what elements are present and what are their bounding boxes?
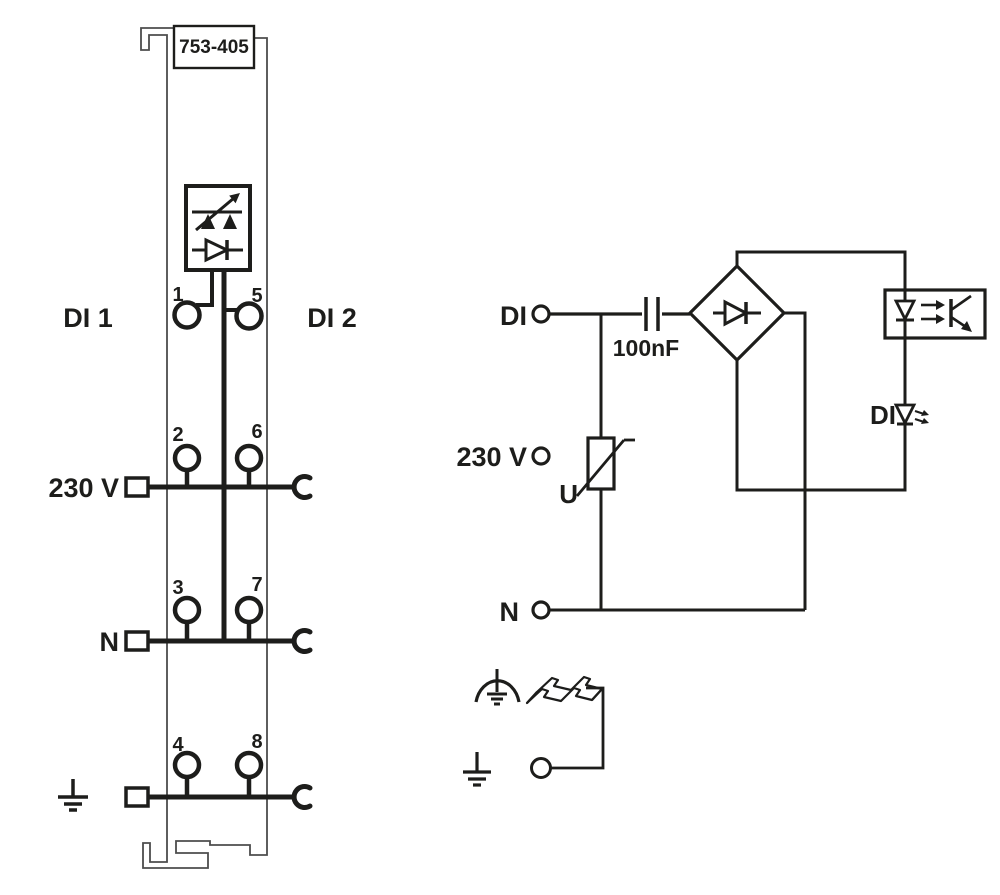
earth-wire <box>550 686 605 770</box>
led-triangle <box>893 403 917 427</box>
line-230v-terminal: 230 V <box>456 442 551 472</box>
terminal-6: 6 <box>234 421 264 487</box>
ground-connector <box>124 786 150 808</box>
terminal-5: 5 <box>234 285 264 331</box>
svg-text:8: 8 <box>251 731 262 753</box>
part-number-box <box>172 24 256 70</box>
terminal-4: 4 <box>172 734 202 797</box>
neutral-connector <box>124 630 150 652</box>
terminal-4-circle <box>172 750 202 780</box>
channel-di1-label: DI 1 <box>63 303 113 333</box>
io-module: 753-405 DI 1 DI 2 1 5 <box>48 24 357 869</box>
svg-text:2: 2 <box>172 424 183 446</box>
schematic: DI 100nF <box>456 250 987 787</box>
di-input: DI <box>500 301 690 438</box>
module-outline <box>140 27 268 869</box>
svg-text:1: 1 <box>172 284 183 306</box>
terminal-3: 3 <box>172 577 202 641</box>
status-led: DI <box>870 400 929 430</box>
terminal-2-circle <box>172 443 202 473</box>
terminal-8-circle <box>234 750 264 780</box>
line-connector <box>124 476 150 498</box>
terminal-1-circle <box>172 300 202 330</box>
ground-row: 4 8 <box>58 731 313 812</box>
led-emission-arrows-icon <box>914 409 929 424</box>
di-input-label: DI <box>500 301 527 331</box>
ac-to-neutral-wire <box>784 311 807 610</box>
line-230v-schematic-label: 230 V <box>456 442 527 472</box>
varistor: U <box>559 436 635 610</box>
varistor-label: U <box>559 479 578 509</box>
svg-text:7: 7 <box>251 574 262 596</box>
capacitor-value-label: 100nF <box>613 335 679 361</box>
earth-terminal-circle <box>530 757 552 779</box>
part-number-label: 753-405 <box>179 37 249 58</box>
bridge-diode <box>723 299 750 327</box>
varistor-body <box>586 436 616 491</box>
terminal-7: 7 <box>234 574 264 641</box>
neutral-terminal: N <box>500 597 805 627</box>
neutral-terminal-circle <box>531 600 551 620</box>
phototransistor-icon <box>949 294 972 332</box>
channel-di2-label: DI 2 <box>307 303 357 333</box>
capacitor: 100nF <box>613 297 679 361</box>
svg-text:4: 4 <box>172 734 184 756</box>
neutral-socket-hook <box>291 628 313 654</box>
earth-group <box>463 669 605 787</box>
earth-icon <box>463 752 491 787</box>
optocoupler <box>883 288 987 340</box>
ground-socket-hook <box>291 784 313 810</box>
opto-light-arrows-icon <box>921 300 945 324</box>
terminal-3-circle <box>172 595 202 625</box>
terminal-7-circle <box>234 595 264 625</box>
svg-text:3: 3 <box>172 577 183 599</box>
shield-earth-icon <box>474 669 521 706</box>
earth-icon <box>58 779 88 812</box>
din-rail-icon <box>525 675 604 705</box>
line-230v-terminal-circle <box>531 446 551 466</box>
opto-led-icon <box>893 299 917 323</box>
line-socket-hook <box>291 474 313 500</box>
terminal-5-circle <box>234 301 264 331</box>
dc-loop-wire <box>735 250 907 492</box>
terminal-2: 2 <box>172 424 202 487</box>
terminal-8: 8 <box>234 731 264 797</box>
bridge-rectifier <box>687 250 907 610</box>
status-led-symbol <box>184 184 252 272</box>
status-led-label: DI <box>870 400 896 430</box>
led-to-terminal-1-wire <box>196 270 214 307</box>
line-230v-label: 230 V <box>48 473 119 503</box>
power-row-230v: 230 V 2 6 <box>48 421 313 503</box>
neutral-schematic-label: N <box>500 597 520 627</box>
di-input-terminal <box>531 304 551 324</box>
neutral-row: N 3 7 <box>100 574 313 657</box>
neutral-label: N <box>100 627 120 657</box>
svg-text:5: 5 <box>251 285 262 307</box>
terminal-6-circle <box>234 443 264 473</box>
svg-text:6: 6 <box>251 421 262 443</box>
terminal-1: 1 <box>172 284 202 330</box>
